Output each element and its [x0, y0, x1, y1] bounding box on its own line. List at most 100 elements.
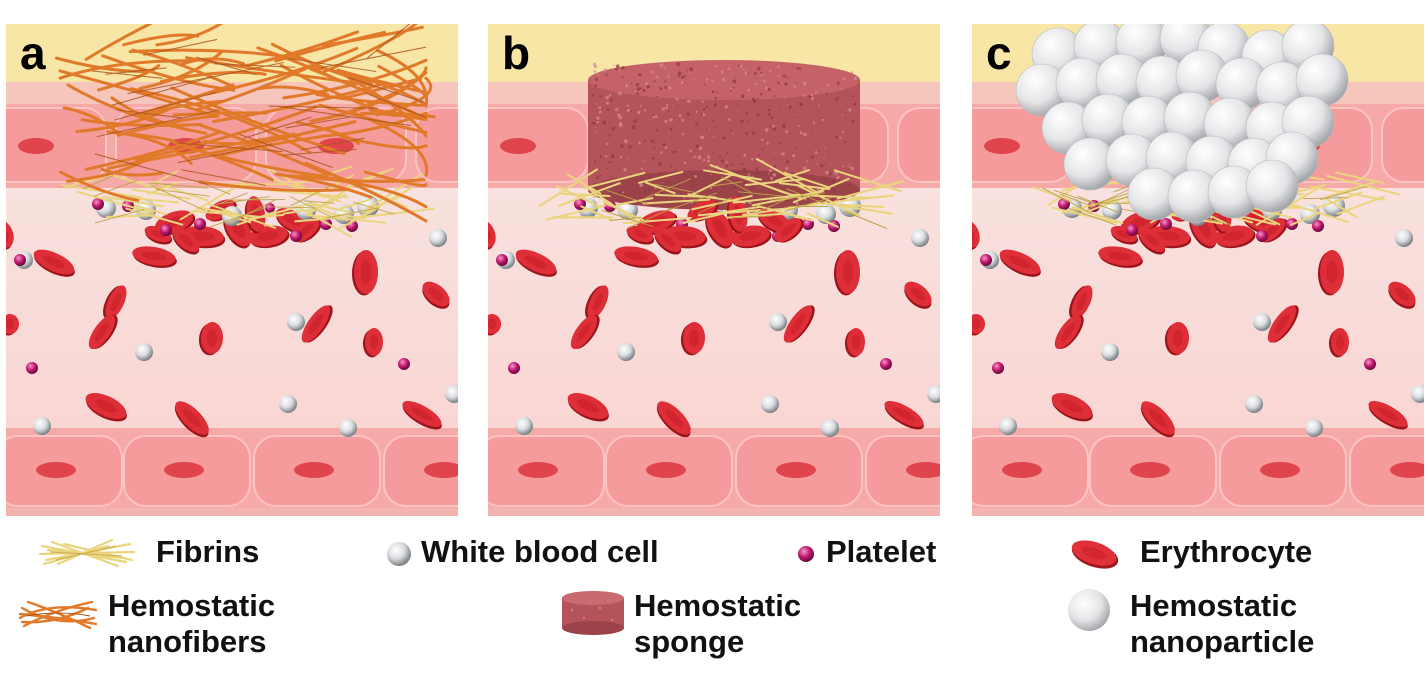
fibrin-icon	[38, 538, 136, 568]
platelet	[194, 218, 206, 230]
fibrin-mesh	[60, 165, 435, 238]
endothelial-cell	[1381, 107, 1424, 183]
panel-sponge-scene	[488, 24, 940, 516]
platelet	[1256, 230, 1268, 242]
legend-item-platelet: Platelet	[792, 534, 936, 570]
endothelial-cell	[897, 107, 940, 183]
erythrocyte	[585, 285, 609, 320]
erythrocyte	[174, 401, 209, 438]
cell-nucleus	[984, 138, 1020, 154]
erythrocyte	[33, 249, 75, 277]
white-blood-cell-icon	[387, 542, 411, 566]
platelet	[160, 224, 172, 236]
erythrocyte	[567, 393, 609, 422]
platelet	[980, 254, 992, 266]
erythrocyte	[1054, 314, 1084, 350]
white-blood-cell	[821, 419, 839, 437]
white-blood-cell	[999, 417, 1017, 435]
panel-nanofibers: a	[6, 24, 458, 516]
erythrocyte	[1164, 322, 1190, 356]
cell-nucleus	[906, 462, 940, 478]
erythrocyte	[488, 220, 496, 250]
erythrocyte	[1098, 246, 1143, 268]
platelet	[508, 362, 520, 374]
cell-nucleus	[646, 462, 686, 478]
legend-item-sponge: Hemostatic sponge	[560, 588, 801, 660]
erythrocyte	[132, 246, 177, 268]
erythrocyte	[422, 281, 450, 309]
cell-nucleus	[18, 138, 54, 154]
erythrocyte	[301, 305, 333, 343]
legend-label: Hemostatic nanoparticle	[1130, 588, 1315, 659]
erythrocyte	[654, 228, 682, 255]
endothelial-cell	[383, 435, 458, 507]
erythrocyte	[6, 220, 14, 250]
legend: Fibrins White blood cell Platelet Erythr…	[0, 520, 1425, 689]
platelet	[880, 358, 892, 370]
fibrin-mesh-shadow	[82, 175, 395, 228]
legend-item-white-blood-cell: White blood cell	[383, 534, 659, 570]
erythrocyte	[705, 209, 734, 249]
erythrocyte	[6, 314, 19, 336]
white-blood-cell	[761, 395, 779, 413]
white-blood-cell	[927, 385, 940, 403]
panel-letter: c	[986, 27, 1012, 79]
hemostatic-nanoparticles	[1015, 24, 1349, 223]
vessel-edge	[972, 508, 1424, 516]
legend-item-nanoparticle: Hemostatic nanoparticle	[1064, 588, 1314, 660]
white-blood-cell	[445, 385, 458, 403]
erythrocyte	[488, 314, 501, 336]
erythrocyte	[783, 305, 815, 343]
nanofiber-shadow	[92, 24, 427, 186]
platelet	[92, 198, 104, 210]
erythrocyte	[904, 281, 932, 309]
erythrocyte	[103, 285, 127, 320]
white-blood-cell	[1395, 229, 1413, 247]
platelet	[1160, 218, 1172, 230]
erythrocyte	[1388, 281, 1416, 309]
panel-letter: a	[20, 27, 46, 79]
erythrocyte	[656, 401, 691, 438]
erythrocyte	[626, 225, 655, 245]
cell-nucleus	[1390, 462, 1424, 478]
cell-nucleus	[500, 138, 536, 154]
erythrocyte	[1329, 328, 1349, 358]
legend-label: Platelet	[826, 534, 937, 569]
endothelial-cell	[865, 435, 940, 507]
erythrocyte	[972, 220, 980, 250]
cell-nucleus	[1130, 462, 1170, 478]
cell-nucleus	[424, 462, 458, 478]
erythrocyte	[1051, 393, 1093, 422]
legend-label: White blood cell	[421, 534, 659, 569]
erythrocyte-icon	[1071, 540, 1119, 569]
white-blood-cell	[279, 395, 297, 413]
cell-nucleus	[1002, 462, 1042, 478]
erythrocyte	[352, 250, 378, 296]
erythrocyte	[680, 322, 706, 356]
erythrocyte	[1138, 228, 1166, 255]
white-blood-cell	[515, 417, 533, 435]
cell-nucleus	[518, 462, 558, 478]
erythrocyte	[1140, 401, 1175, 438]
erythrocyte	[402, 401, 442, 430]
white-blood-cell	[1245, 395, 1263, 413]
endothelial-cell	[6, 107, 107, 183]
white-blood-cell	[135, 343, 153, 361]
white-blood-cell	[33, 417, 51, 435]
white-blood-cell	[617, 343, 635, 361]
erythrocyte	[884, 401, 924, 430]
endothelial-cell	[1349, 435, 1424, 507]
platelet	[398, 358, 410, 370]
white-blood-cell	[911, 229, 929, 247]
platelet-icon	[798, 546, 814, 562]
cell-nucleus	[776, 462, 816, 478]
white-blood-cell	[1101, 343, 1119, 361]
erythrocyte	[1214, 225, 1256, 249]
white-blood-cell	[1253, 313, 1271, 331]
cell-nucleus	[36, 462, 76, 478]
panel-sponge: b	[488, 24, 940, 516]
platelet	[1126, 224, 1138, 236]
erythrocyte	[1368, 401, 1408, 430]
legend-item-nanofibers: Hemostatic nanofibers	[18, 588, 275, 660]
erythrocyte	[834, 250, 860, 296]
